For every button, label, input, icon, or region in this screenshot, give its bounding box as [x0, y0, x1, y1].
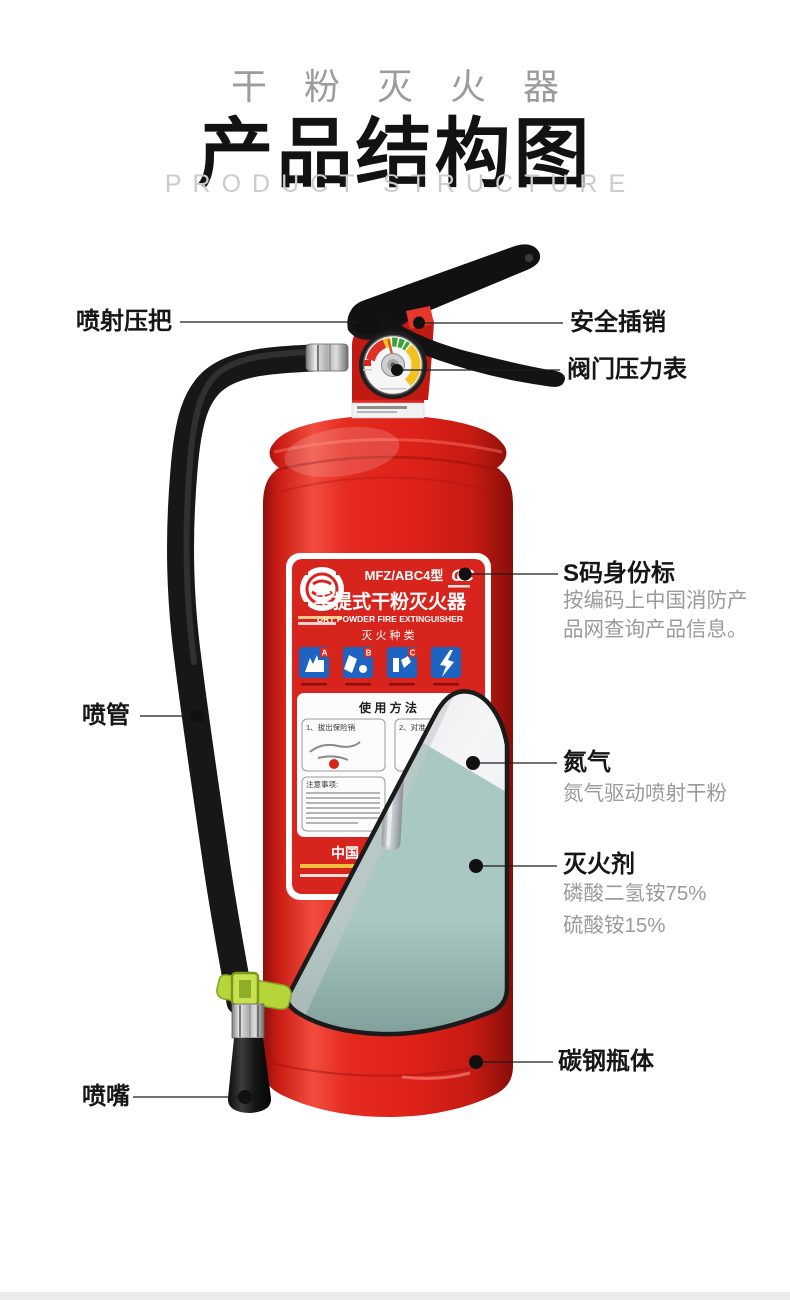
label-product-name: 手提式干粉灭火器: [314, 590, 467, 613]
svg-text:B: B: [366, 649, 372, 658]
pressure-gauge: [359, 331, 427, 399]
usage-step1: 1、拔出保险销: [306, 722, 356, 732]
fire-class-icons: A B C: [299, 647, 461, 686]
cutaway-view: [285, 689, 510, 1037]
callout-dots: [191, 316, 483, 1104]
callout-nitrogen-desc: 氮气驱动喷射干粉: [563, 782, 727, 805]
callout-spray-handle-label: 喷射压把: [76, 308, 172, 335]
footer-divider-bar: [0, 1292, 790, 1300]
label-fire-types-title: 灭 火 种 类: [361, 628, 414, 642]
callout-s-code-desc: 按编码上中国消防产 品网查询产品信息。: [563, 589, 748, 641]
callout-s-code-label: S码身份标: [563, 560, 676, 587]
hose-ferrule-top: [305, 343, 349, 372]
squeeze-lever: [349, 244, 541, 335]
callout-spray-tube-label: 喷管: [82, 702, 130, 729]
callout-valve-gauge-label: 阀门压力表: [567, 356, 687, 383]
carry-lever: [378, 314, 565, 387]
hose-clip: [216, 971, 292, 1010]
usage-title: 使 用 方 法: [358, 700, 417, 715]
callout-cylinder-label: 碳钢瓶体: [558, 1048, 654, 1075]
class-c-icon: [393, 656, 411, 672]
header-subtitle-en: PRODUCT STRUCTURE: [164, 170, 637, 198]
header-kicker: 干粉灭火器: [230, 66, 596, 107]
notice-title: 注意事项:: [306, 779, 338, 789]
label-origin: 中国: [331, 845, 359, 861]
spray-hose: [167, 343, 349, 1016]
brand-logo-icon: [300, 567, 344, 611]
svg-text:A: A: [322, 649, 328, 658]
class-b-icon: [344, 655, 357, 673]
callout-agent-desc: 磷酸二氢铵75% 硫酸铵15%: [563, 882, 707, 937]
page-title: 产品结构图: [197, 112, 593, 197]
callout-nitrogen-label: 氮气: [563, 749, 611, 776]
label-product-name-en: DRY POWDER FIRE EXTINGUISHER: [317, 614, 463, 624]
callout-agent-label: 灭火剂: [563, 851, 635, 878]
label-model: MFZ/ABC4型: [365, 568, 444, 583]
callout-safety-pin-label: 安全插销: [570, 309, 666, 336]
class-a-icon: [305, 655, 321, 672]
svg-text:C: C: [410, 649, 416, 658]
callout-nozzle-label: 喷嘴: [82, 1083, 130, 1110]
callout-lines: [133, 321, 563, 1098]
lightning-icon: [440, 650, 454, 677]
